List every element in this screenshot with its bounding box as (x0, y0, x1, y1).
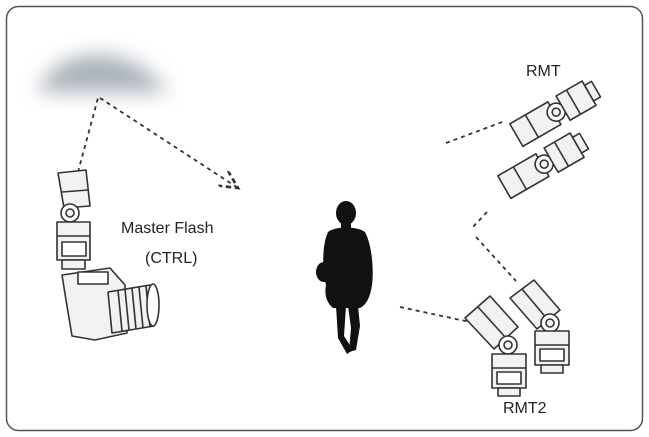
ceiling-icon (38, 54, 168, 92)
rmt-flash-lower-icon (497, 132, 590, 200)
rmt-signal-path-upper (445, 120, 506, 144)
ctrl-label: (CTRL) (145, 250, 198, 267)
rmt2-signal-path-lower (399, 306, 471, 323)
rmt-signal-path-between (471, 211, 488, 229)
light-paths (77, 97, 517, 323)
rmt2-flash-right-icon (509, 279, 570, 374)
master-flash-label: Master Flash (121, 220, 214, 237)
master-flash-camera-icon (56, 169, 160, 341)
rmt-label: RMT (526, 63, 561, 80)
rmt2-flash-left-icon (464, 295, 527, 397)
ceiling-to-subject-path (99, 97, 238, 188)
rmt2-label: RMT2 (503, 400, 547, 417)
rmt-flash-upper-icon (509, 80, 602, 148)
person-silhouette-icon (316, 201, 373, 354)
rmt2-signal-path-upper (475, 236, 517, 282)
